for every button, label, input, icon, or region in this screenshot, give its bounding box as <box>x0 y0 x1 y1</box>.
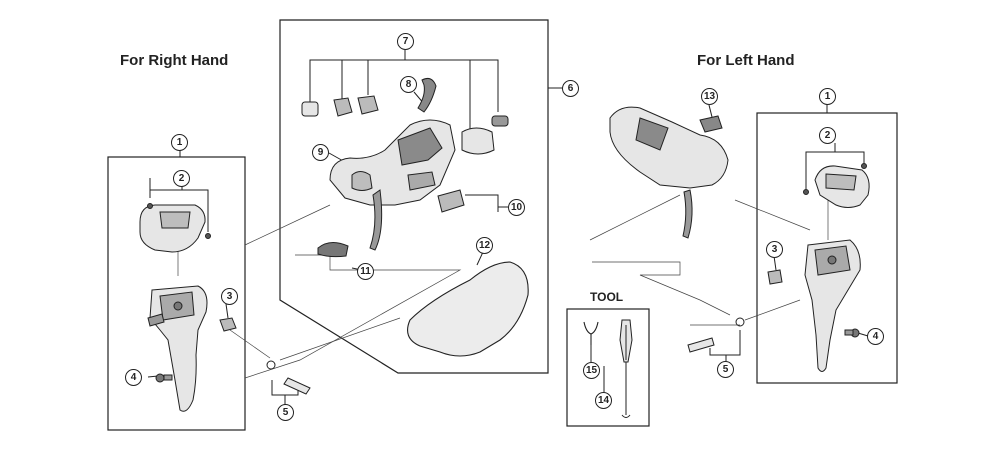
left-pin-part <box>687 317 745 353</box>
right-hand-heading: For Right Hand <box>120 52 229 69</box>
callout-5-left: 5 <box>717 361 734 378</box>
callout-5-right: 5 <box>277 404 294 421</box>
hood-cover-part <box>407 261 529 357</box>
right-bolt-part <box>155 373 173 383</box>
callout-12: 12 <box>476 237 493 254</box>
tool-fork-part <box>583 321 599 345</box>
callout-1-right: 1 <box>171 134 188 151</box>
left-clip-part <box>767 269 783 285</box>
callout-leaders <box>147 50 869 405</box>
callout-2-left: 2 <box>819 127 836 144</box>
callout-15: 15 <box>583 362 600 379</box>
callout-4-right: 4 <box>125 369 142 386</box>
bracket-assembly-frame <box>279 19 549 374</box>
callout-8: 8 <box>400 76 417 93</box>
right-clip-part <box>219 317 237 332</box>
right-lever-part <box>147 285 208 412</box>
tool-frame <box>566 308 650 427</box>
right-pin-part <box>266 360 311 395</box>
tool-pin-part <box>619 319 633 418</box>
left-hand-heading: For Left Hand <box>697 52 795 69</box>
left-bracket-body-part <box>609 106 729 239</box>
callout-3-right: 3 <box>221 288 238 305</box>
callout-6: 6 <box>562 80 579 97</box>
right-cover-part <box>139 203 211 253</box>
right-lever-frame <box>107 156 246 431</box>
callout-11: 11 <box>357 263 374 280</box>
tool-heading: TOOL <box>590 290 624 304</box>
callout-1-left: 1 <box>819 88 836 105</box>
callout-4-left: 4 <box>867 328 884 345</box>
bracket-body-part <box>329 119 456 251</box>
left-bolt-part <box>844 328 860 338</box>
callout-2-right: 2 <box>173 170 190 187</box>
callout-9: 9 <box>312 144 329 161</box>
callout-14: 14 <box>595 392 612 409</box>
left-cover-part <box>803 163 870 208</box>
bracket-hardware-parts <box>301 95 509 258</box>
left-lever-part <box>804 239 861 372</box>
bracket-spring-part <box>417 78 437 113</box>
callout-7: 7 <box>397 33 414 50</box>
callout-10: 10 <box>508 199 525 216</box>
callout-3-left: 3 <box>766 241 783 258</box>
callout-13: 13 <box>701 88 718 105</box>
